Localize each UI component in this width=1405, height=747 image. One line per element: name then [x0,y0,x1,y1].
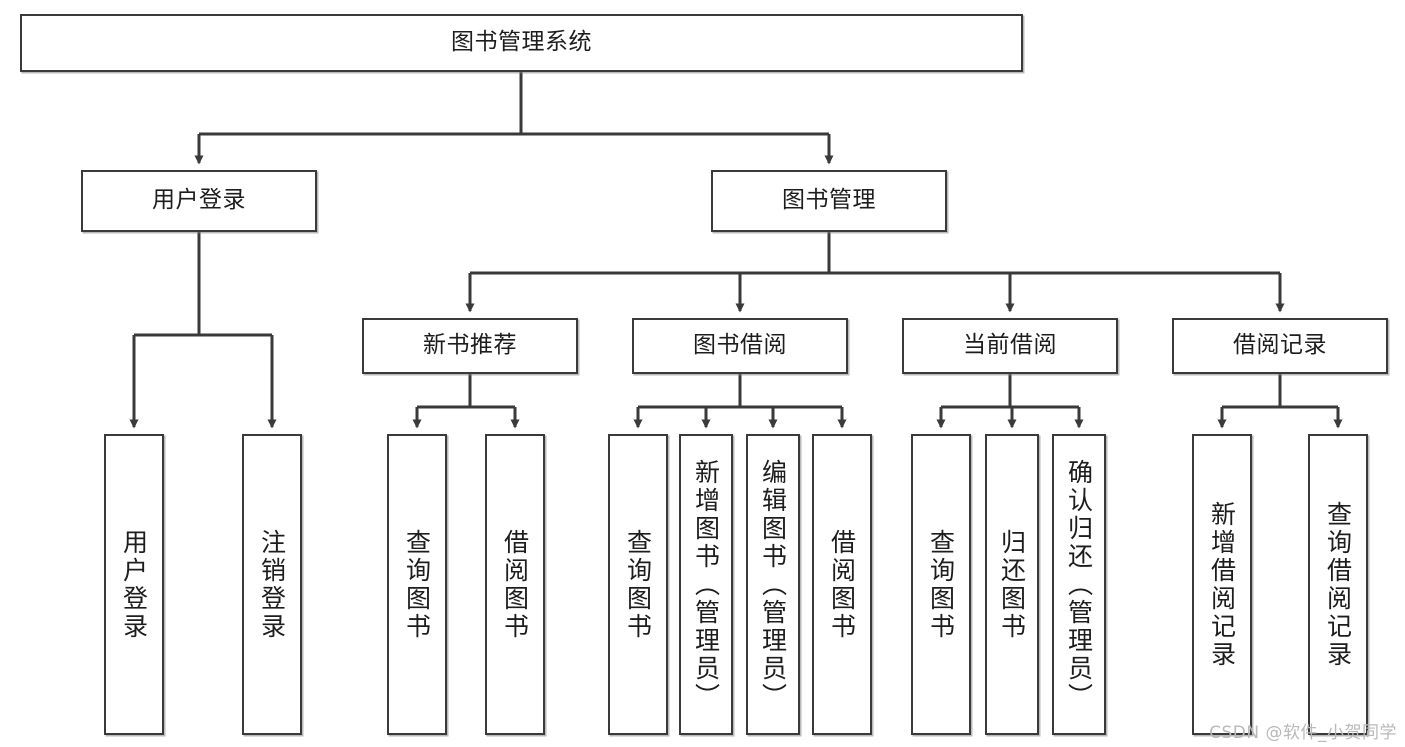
node-leaf-user-login-label: 用户登录 [119,528,149,641]
node-current-borrow-label: 当前借阅 [963,332,1057,359]
node-leaf-return-book-label: 归还图书 [997,528,1027,641]
node-leaf-query-book-borrow[interactable]: 查询图书 [608,434,668,735]
watermark: CSDN @软件_小贺同学 [1209,723,1397,743]
node-leaf-query-borrow-record-label: 查询借阅记录 [1323,500,1353,669]
node-borrow-record-label: 借阅记录 [1233,332,1327,359]
node-leaf-confirm-return-admin[interactable]: 确认归还（管理员） [1052,434,1106,735]
node-leaf-edit-book-admin-label: 编辑图书（管理员） [758,458,788,711]
node-book-borrow-label: 图书借阅 [693,332,787,359]
node-book-manage-label: 图书管理 [782,187,876,214]
node-leaf-borrow-book-borrow-label: 借阅图书 [827,528,857,641]
node-leaf-query-book-rec-label: 查询图书 [402,528,432,641]
node-leaf-borrow-book-rec-label: 借阅图书 [500,528,530,641]
node-leaf-confirm-return-admin-label: 确认归还（管理员） [1064,458,1094,711]
node-leaf-query-borrow-record[interactable]: 查询借阅记录 [1308,434,1368,735]
node-user-login[interactable]: 用户登录 [81,170,317,232]
node-leaf-logout-login-label: 注销登录 [257,528,287,641]
node-leaf-borrow-book-rec[interactable]: 借阅图书 [485,434,545,735]
node-leaf-logout-login[interactable]: 注销登录 [242,434,302,735]
node-leaf-add-book-admin-label: 新增图书（管理员） [691,458,721,711]
node-current-borrow[interactable]: 当前借阅 [902,318,1118,374]
node-borrow-record[interactable]: 借阅记录 [1172,318,1388,374]
node-leaf-query-book-current-label: 查询图书 [926,528,956,641]
node-leaf-return-book[interactable]: 归还图书 [985,434,1039,735]
node-user-login-label: 用户登录 [152,187,246,214]
node-new-book-recommend[interactable]: 新书推荐 [362,318,578,374]
node-leaf-add-book-admin[interactable]: 新增图书（管理员） [679,434,733,735]
node-leaf-query-book-rec[interactable]: 查询图书 [387,434,447,735]
node-leaf-edit-book-admin[interactable]: 编辑图书（管理员） [746,434,800,735]
node-new-book-recommend-label: 新书推荐 [423,332,517,359]
node-leaf-borrow-book-borrow[interactable]: 借阅图书 [812,434,872,735]
node-leaf-add-borrow-record[interactable]: 新增借阅记录 [1192,434,1252,735]
node-book-borrow[interactable]: 图书借阅 [632,318,848,374]
node-root[interactable]: 图书管理系统 [20,14,1023,72]
node-root-label: 图书管理系统 [451,29,592,56]
node-leaf-query-book-current[interactable]: 查询图书 [911,434,971,735]
node-leaf-add-borrow-record-label: 新增借阅记录 [1207,500,1237,669]
node-book-manage[interactable]: 图书管理 [711,170,947,232]
node-leaf-user-login[interactable]: 用户登录 [104,434,164,735]
node-leaf-query-book-borrow-label: 查询图书 [623,528,653,641]
